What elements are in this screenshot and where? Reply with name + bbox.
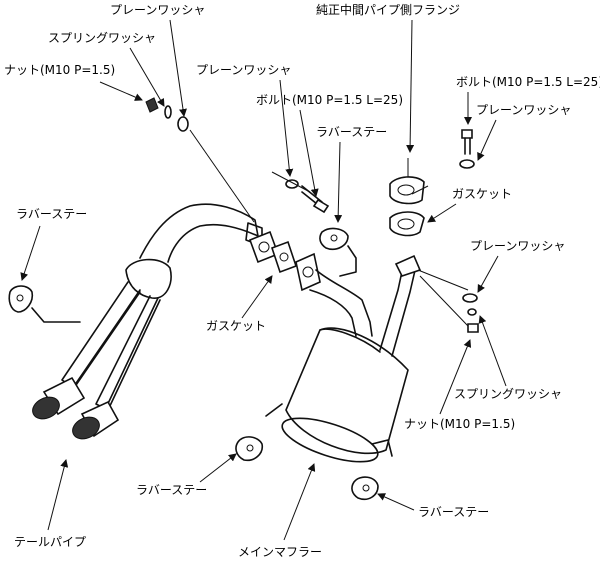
spring-washer-top-part [164,105,172,119]
bolt-mid-part [285,179,330,214]
label-rubber-stay-bottom-right: ラバーステー [418,505,489,519]
tail-pipe [32,203,263,440]
label-spring-washer-top: スプリングワッシャ [48,31,156,45]
label-rubber-stay-left: ラバーステー [16,207,87,221]
rubber-stay-left-part [8,285,81,323]
label-spring-washer-right: スプリングワッシャ [454,387,562,401]
gasket-right [389,211,425,237]
label-gasket-left: ガスケット [206,319,266,333]
leader-lines [20,19,507,541]
rubber-stay-bottom-right-part [351,476,379,501]
label-rubber-stay-mid: ラバーステー [316,125,387,139]
label-main-muffler: メインマフラー [238,545,322,559]
label-plain-washer-right: プレーンワッシャ [476,103,571,117]
label-bolt-mid: ボルト(M10 P=1.5 L=25) [256,93,403,107]
rubber-stay-bottom-part [235,436,264,462]
label-tail-pipe: テールパイプ [14,535,86,549]
label-gasket-right: ガスケット [452,187,512,201]
rubber-stay-mid-part [319,227,357,277]
nut-top-part [145,97,159,113]
label-bolt-right: ボルト(M10 P=1.5 L=25) [456,75,600,89]
label-nut-right: ナット(M10 P=1.5) [404,417,515,431]
label-plain-washer-mid: プレーンワッシャ [196,63,291,77]
factory-flange [389,158,425,205]
washer-nut-right-part [462,293,479,333]
bolt-right-part [459,129,475,169]
gasket-left [248,230,321,292]
label-nut-top: ナット(M10 P=1.5) [4,63,115,77]
label-plain-washer-top: プレーンワッシャ [110,3,205,17]
label-plain-washer-right2: プレーンワッシャ [470,239,565,253]
plain-washer-top-part [177,116,189,132]
label-rubber-stay-bottom: ラバーステー [136,483,207,497]
label-flange: 純正中間パイプ側フランジ [316,2,460,17]
main-muffler [265,254,422,463]
